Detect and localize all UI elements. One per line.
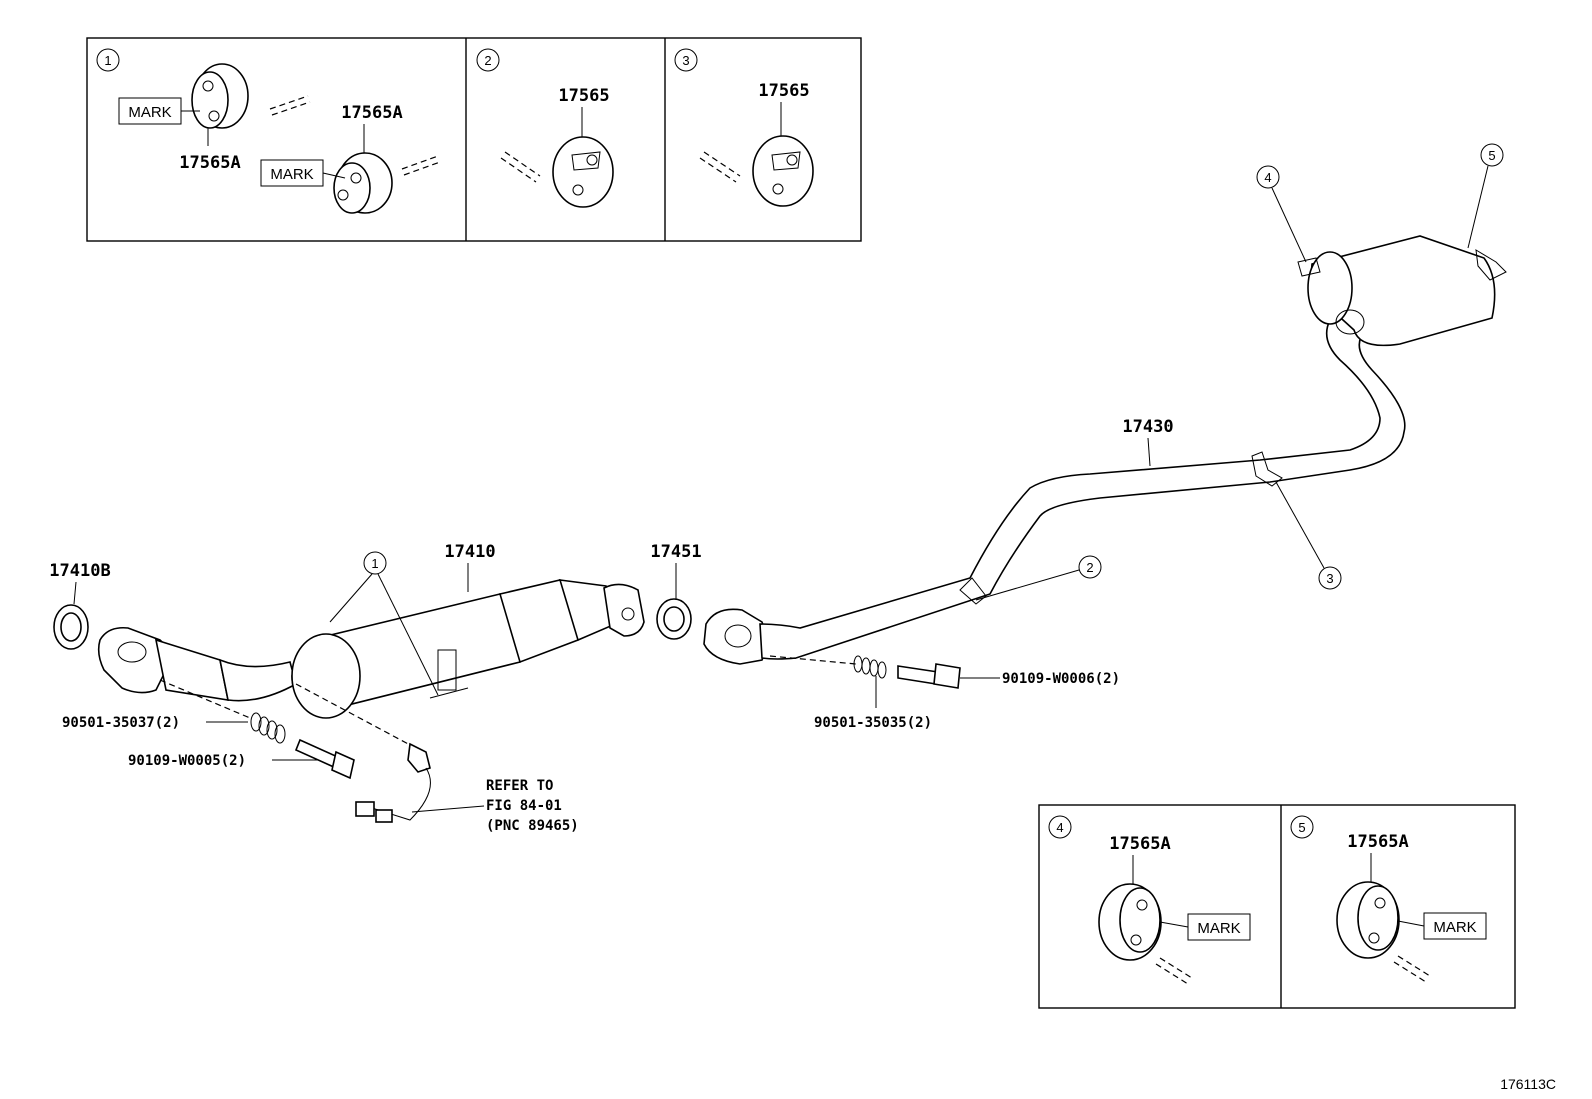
inset-1-callout: 1 xyxy=(104,53,111,68)
mark-label: MARK xyxy=(1433,919,1476,936)
part-number-label: 17410B xyxy=(49,561,110,581)
rod-icon xyxy=(269,95,311,116)
mark-label: MARK xyxy=(128,104,171,121)
part-number-label: 17451 xyxy=(650,542,701,562)
callout-number: 4 xyxy=(1264,170,1271,185)
inset-group-top xyxy=(86,37,862,242)
rod-icon xyxy=(1155,957,1193,985)
rod-icon xyxy=(1393,955,1431,983)
inset-5: 5 17565A MARK xyxy=(1290,815,1487,983)
hanger-icon xyxy=(1336,881,1400,959)
part-number-label: 17565A xyxy=(1347,832,1408,852)
inset-3-callout: 3 xyxy=(682,53,689,68)
inset-frame-bottom xyxy=(1038,804,1516,1009)
part-number-label: 17565A xyxy=(1109,834,1170,854)
converter-outlet-flange xyxy=(603,583,645,637)
hanger-icon xyxy=(552,136,614,208)
callout-1-pointer: 1 xyxy=(329,551,439,696)
part-number-label: 17565A xyxy=(341,103,402,123)
inset-3: 3 17565 xyxy=(674,48,814,207)
bolt-icon xyxy=(294,738,355,780)
tail-pipe: 17430 xyxy=(703,235,1507,665)
hanger-icon xyxy=(333,152,393,214)
inset-2-callout: 2 xyxy=(484,53,491,68)
hanger-icon xyxy=(191,63,249,129)
front-pipe xyxy=(97,626,297,702)
callout-4-pointer: 4 xyxy=(1256,165,1307,263)
callout-number: 5 xyxy=(1488,148,1495,163)
mark-label: MARK xyxy=(1197,920,1240,937)
callout-5-pointer: 5 xyxy=(1467,143,1504,249)
callout-2-pointer: 2 xyxy=(975,555,1102,601)
inset-frame-top xyxy=(86,37,862,242)
callout-number: 3 xyxy=(1326,571,1333,586)
part-number-label: 90501-35037(2) xyxy=(62,715,180,731)
callout-number: 2 xyxy=(1086,560,1093,575)
rod-icon xyxy=(401,155,441,176)
front-spring-bolt: 90501-35037(2) 90109-W0005(2) xyxy=(62,679,355,780)
rear-spring-bolt: 90501-35035(2) 90109-W0006(2) xyxy=(769,655,1120,731)
refer-note-line1: REFER TO xyxy=(486,778,553,794)
mark-label: MARK xyxy=(270,166,313,183)
spring-icon xyxy=(853,655,887,679)
part-number-label: 17565 xyxy=(758,81,809,101)
gasket-front: 17410B xyxy=(49,561,111,650)
spring-icon xyxy=(250,712,286,744)
figure-id: 176113C xyxy=(1500,1076,1556,1092)
refer-note-line2: FIG 84-01 xyxy=(486,798,562,814)
hanger-icon xyxy=(752,135,814,207)
hanger-icon xyxy=(1098,883,1162,961)
inset-2: 2 17565 xyxy=(476,48,614,208)
rod-icon xyxy=(699,151,741,183)
inset-5-callout: 5 xyxy=(1298,820,1305,835)
part-number-label: 17410 xyxy=(444,542,495,562)
part-number-label: 90109-W0005(2) xyxy=(128,753,246,769)
part-number-label: 90109-W0006(2) xyxy=(1002,671,1120,687)
part-number-label: 90501-35035(2) xyxy=(814,715,932,731)
inset-4: 4 17565A MARK xyxy=(1048,815,1251,985)
part-number-label: 17430 xyxy=(1122,417,1173,437)
inset-1: 1 MARK 17565A 17565A MARK xyxy=(96,48,441,214)
gasket-mid: 17451 xyxy=(650,542,702,640)
callout-number: 1 xyxy=(371,556,378,571)
catalytic-converter: 17410 xyxy=(291,542,622,719)
rod-icon xyxy=(500,151,541,183)
oxygen-sensor: REFER TO FIG 84-01 (PNC 89465) xyxy=(295,683,579,834)
inset-group-bottom xyxy=(1038,804,1516,1009)
refer-note-line3: (PNC 89465) xyxy=(486,818,579,834)
inset-4-callout: 4 xyxy=(1056,820,1063,835)
part-number-label: 17565A xyxy=(179,153,240,173)
part-number-label: 17565 xyxy=(558,86,609,106)
bolt-icon xyxy=(897,663,961,689)
callout-3-pointer: 3 xyxy=(1275,481,1342,590)
